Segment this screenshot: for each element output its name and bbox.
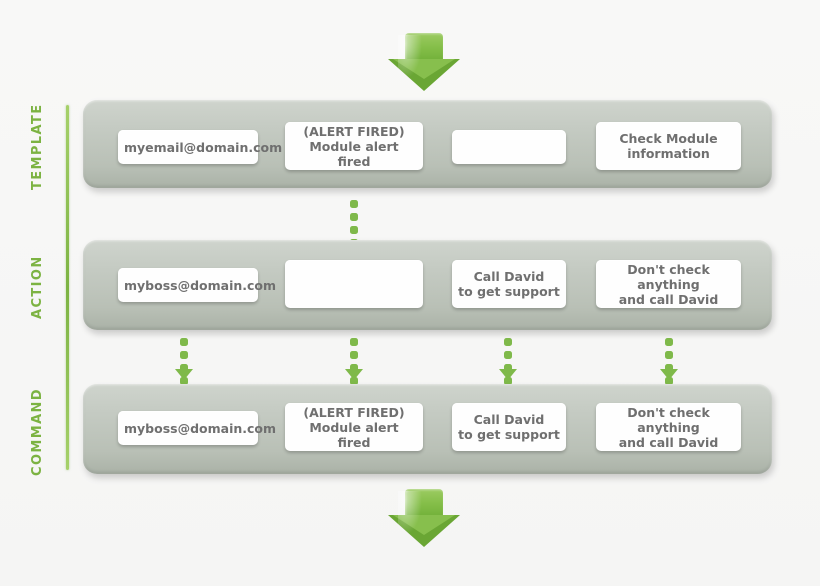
connector-action-to-command-col2 <box>350 338 358 390</box>
connector-arrowhead-col1 <box>175 369 193 380</box>
down-arrow-bottom-icon <box>388 489 460 547</box>
card-line: Module alert fired <box>309 138 399 169</box>
card-action-subject-empty[interactable] <box>285 260 423 308</box>
connector-dot <box>350 364 358 372</box>
connector-dot <box>665 364 673 372</box>
connector-dot <box>504 338 512 346</box>
card-command-recipient[interactable]: myboss@domain.com <box>118 411 277 445</box>
card-action-field3[interactable]: Call David to get support <box>452 260 566 308</box>
card-line: myemail@domain.com <box>124 139 283 155</box>
connector-action-to-command-col4 <box>665 338 673 390</box>
connector-dot <box>180 351 188 359</box>
connector-dot <box>350 213 358 221</box>
connector-arrowhead-col4 <box>660 369 678 380</box>
card-template-recipient[interactable]: myemail@domain.com <box>118 130 283 164</box>
card-line: Call David <box>473 412 545 427</box>
card-line: to get support <box>458 284 560 299</box>
card-command-field3[interactable]: Call David to get support <box>452 403 566 451</box>
card-line: (ALERT FIRED) <box>303 404 405 420</box>
card-line: Call David <box>473 269 545 284</box>
card-action-recipient[interactable]: myboss@domain.com <box>118 268 277 302</box>
card-line: Module alert fired <box>309 419 399 450</box>
card-line: and call David <box>618 291 719 307</box>
connector-arrowhead-col3 <box>499 369 517 380</box>
connector-dot <box>350 338 358 346</box>
card-template-body[interactable]: Check Module information <box>596 122 741 170</box>
connector-arrowhead-col2 <box>345 369 363 380</box>
card-command-subject[interactable]: (ALERT FIRED) Module alert fired <box>285 403 423 451</box>
card-line: Don't check anything <box>627 404 710 435</box>
connector-dot <box>504 377 512 385</box>
stage-label-command: COMMAND <box>30 388 45 476</box>
card-line: Don't check anything <box>627 261 710 292</box>
connector-dot <box>350 200 358 208</box>
card-line: (ALERT FIRED) <box>303 123 405 139</box>
stage-rail <box>66 105 69 470</box>
connector-dot <box>665 351 673 359</box>
connector-dot <box>180 377 188 385</box>
connector-action-to-command-col3 <box>504 338 512 390</box>
card-template-subject[interactable]: (ALERT FIRED) Module alert fired <box>285 122 423 170</box>
card-line: myboss@domain.com <box>124 420 277 436</box>
connector-dot <box>504 351 512 359</box>
arrow-head-highlight <box>393 59 455 79</box>
stage-label-template: TEMPLATE <box>30 103 45 191</box>
down-arrow-top-icon <box>388 33 460 91</box>
connector-dot <box>350 377 358 385</box>
connector-dot <box>350 226 358 234</box>
card-line: Check Module <box>619 131 718 146</box>
connector-dot <box>350 351 358 359</box>
card-command-body[interactable]: Don't check anything and call David <box>596 403 741 451</box>
arrow-head-highlight <box>393 515 455 535</box>
connector-dot <box>665 338 673 346</box>
stage-label-action: ACTION <box>30 255 45 319</box>
card-line: and call David <box>618 434 719 450</box>
connector-action-to-command-col1 <box>180 338 188 390</box>
card-line: to get support <box>458 427 560 442</box>
card-action-body[interactable]: Don't check anything and call David <box>596 260 741 308</box>
connector-dot <box>180 364 188 372</box>
card-template-blank[interactable] <box>452 130 566 164</box>
connector-dot <box>665 377 673 385</box>
connector-dot <box>504 364 512 372</box>
connector-dot <box>180 338 188 346</box>
card-line: information <box>627 146 710 161</box>
card-line: myboss@domain.com <box>124 277 277 293</box>
